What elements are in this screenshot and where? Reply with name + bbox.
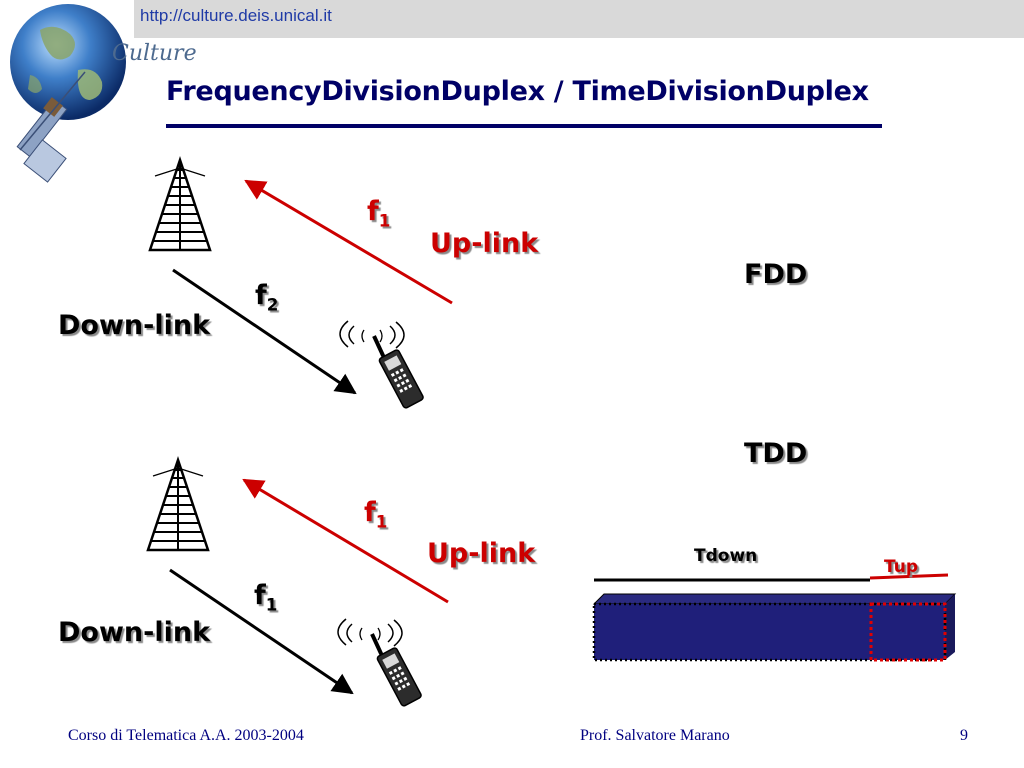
tdd-downlink-arrow (169, 568, 354, 695)
header-bar: http://culture.deis.unical.it (134, 0, 1024, 38)
tdd-downlink-label: Down-link (58, 617, 211, 648)
fdd-downlink-frequency: f2 (255, 280, 279, 315)
tdd-base-station-tower-icon (146, 458, 210, 552)
tdd-uplink-frequency: f1 (364, 497, 388, 532)
fdd-uplink-label: Up-link (430, 228, 539, 259)
footer-author: Prof. Salvatore Marano (580, 727, 730, 744)
tdown-label: Tdown (694, 546, 758, 566)
tdd-label: TDD (744, 438, 808, 469)
page-number: 9 (960, 727, 968, 744)
tup-label: Tup (884, 557, 918, 577)
tup-period-line (869, 573, 949, 580)
tdd-downlink-frequency: f1 (254, 580, 278, 615)
fdd-label: FDD (744, 259, 808, 290)
logo-text: Culture (112, 41, 197, 66)
fdd-downlink-arrow (172, 268, 357, 395)
tup-slot (869, 602, 947, 662)
fdd-uplink-arrow (244, 179, 453, 305)
fdd-base-station-tower-icon (148, 158, 212, 252)
tdd-uplink-arrow (242, 478, 449, 604)
fdd-downlink-label: Down-link (58, 310, 211, 341)
tdd-uplink-label: Up-link (427, 538, 536, 569)
tdd-frame-block (592, 593, 957, 662)
culture-logo: Culture (10, 4, 197, 183)
slide-title: FrequencyDivisionDuplex / TimeDivisionDu… (166, 76, 869, 107)
footer-course: Corso di Telematica A.A. 2003-2004 (68, 727, 304, 744)
fdd-mobile-phone-icon (338, 319, 427, 411)
satellite-icon (16, 71, 86, 183)
header-url[interactable]: http://culture.deis.unical.it (140, 6, 332, 25)
title-underline (166, 124, 882, 128)
fdd-uplink-frequency: f1 (367, 196, 391, 231)
globe-icon (10, 4, 126, 120)
